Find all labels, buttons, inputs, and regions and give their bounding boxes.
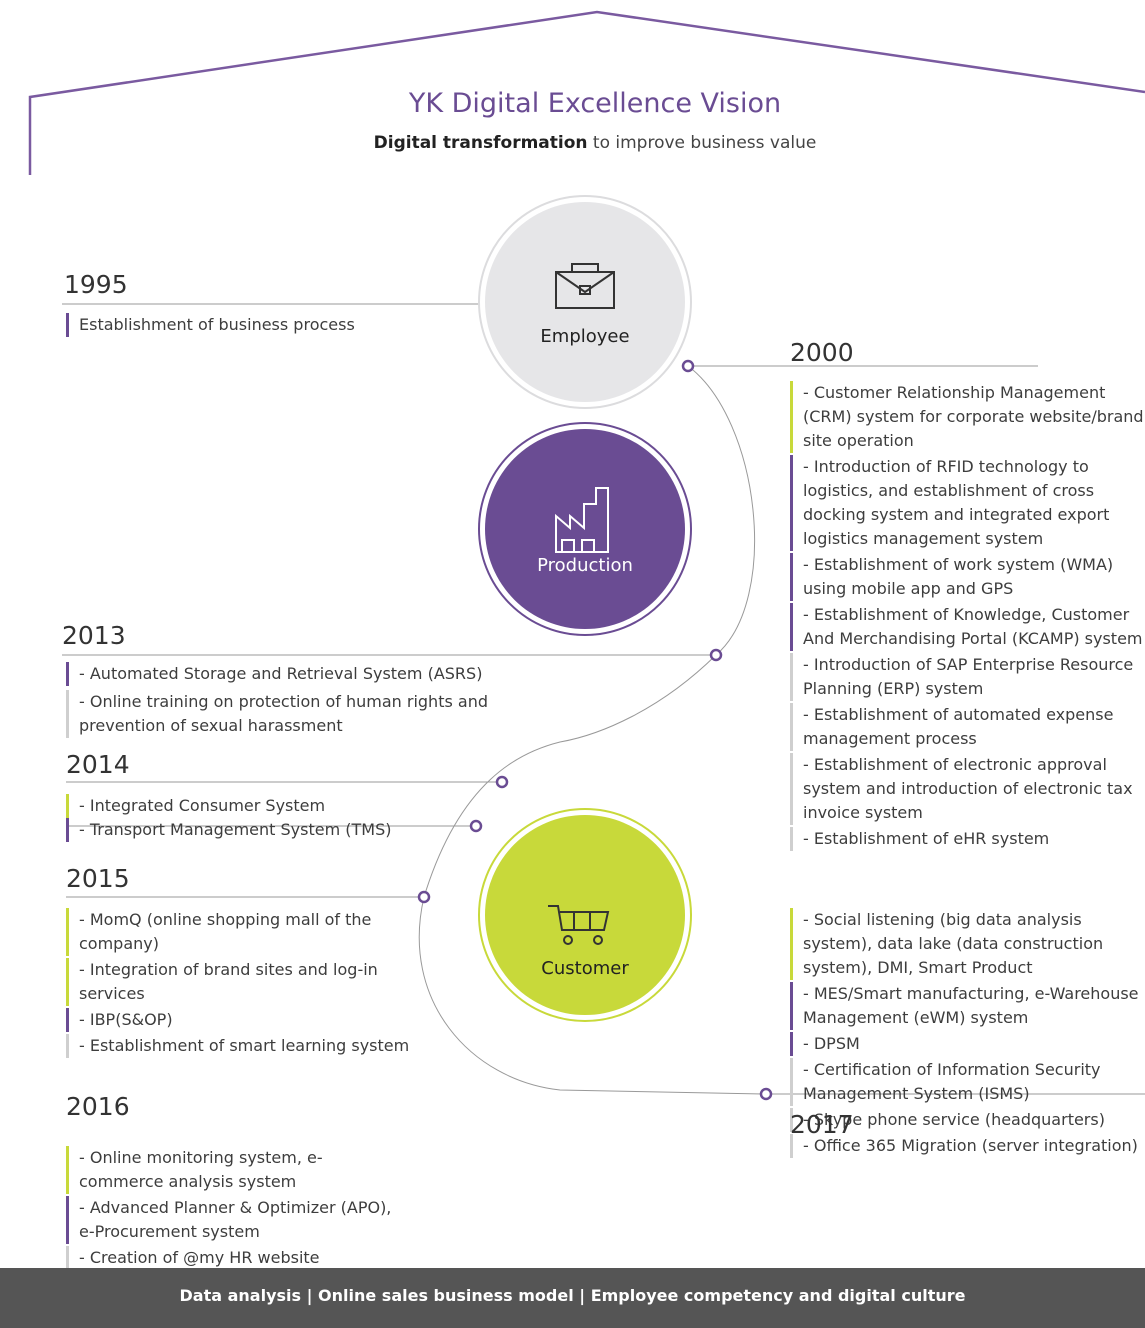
- production-label: Production: [537, 555, 633, 576]
- node-2016: [469, 819, 483, 833]
- list-2013: - Automated Storage and Retrieval System…: [66, 662, 506, 738]
- node-2014: [495, 775, 509, 789]
- list-item: - MomQ (online shopping mall of the comp…: [66, 908, 416, 956]
- footer-bar: Data analysis | Online sales business mo…: [0, 1268, 1145, 1328]
- briefcase-icon: [555, 263, 615, 309]
- list-item: - Advanced Planner & Optimizer (APO), e-…: [66, 1196, 406, 1244]
- list-item: - Automated Storage and Retrieval System…: [66, 662, 506, 686]
- year-2016: 2016: [66, 1092, 130, 1121]
- list-2016: - Online monitoring system, e-commerce a…: [66, 1146, 406, 1270]
- employee-label: Employee: [540, 326, 630, 347]
- year-2015: 2015: [66, 864, 130, 893]
- employee-circle: [485, 202, 685, 402]
- node-2000: [681, 359, 695, 373]
- year-2000: 2000: [790, 338, 854, 367]
- list-item: - Transport Management System (TMS): [66, 818, 466, 842]
- list-item: Establishment of business process: [66, 313, 466, 337]
- list-item: - Establishment of Knowledge, Customer A…: [790, 603, 1145, 651]
- list-item: - Integrated Consumer System: [66, 794, 466, 818]
- list-2017: - Social listening (big data analysis sy…: [790, 908, 1145, 1158]
- year-2017: 2017: [790, 1110, 854, 1139]
- page-title: YK Digital Excellence Vision: [408, 88, 782, 119]
- list-item: - Skype phone service (headquarters): [790, 1108, 1145, 1132]
- list-item: - Establishment of electronic approval s…: [790, 753, 1145, 825]
- list-item: - IBP(S&OP): [66, 1008, 416, 1032]
- node-2013: [709, 648, 723, 662]
- list-1995: Establishment of business process: [66, 313, 466, 337]
- year-2013: 2013: [62, 621, 126, 650]
- list-item: - Establishment of smart learning system: [66, 1034, 416, 1058]
- subtitle-rest: to improve business value: [587, 133, 817, 153]
- list-item: - Introduction of RFID technology to log…: [790, 455, 1145, 551]
- roof-outline: [28, 10, 1145, 175]
- list-item: - DPSM: [790, 1032, 1145, 1056]
- list-item: - Establishment of eHR system: [790, 827, 1145, 851]
- list-item: - Integration of brand sites and log-in …: [66, 958, 416, 1006]
- list-item: - Establishment of work system (WMA) usi…: [790, 553, 1145, 601]
- cart-icon: [548, 905, 610, 945]
- list-item: - Introduction of SAP Enterprise Resourc…: [790, 653, 1145, 701]
- list-2014: - Integrated Consumer System - Transport…: [66, 794, 466, 842]
- list-item: - Social listening (big data analysis sy…: [790, 908, 1145, 980]
- timeline-curve: [418, 365, 767, 1095]
- year-1995: 1995: [64, 270, 128, 299]
- list-item: - Creation of @my HR website: [66, 1246, 406, 1270]
- factory-icon: [555, 487, 609, 553]
- list-item: - Establishment of automated expense man…: [790, 703, 1145, 751]
- customer-circle: [485, 815, 685, 1015]
- node-2015: [417, 890, 431, 904]
- customer-label: Customer: [541, 958, 629, 979]
- page-subtitle: Digital transformation to improve busine…: [0, 133, 1145, 153]
- list-2015: - MomQ (online shopping mall of the comp…: [66, 908, 416, 1058]
- list-item: - MES/Smart manufacturing, e-Warehouse M…: [790, 982, 1145, 1030]
- year-2014: 2014: [66, 750, 130, 779]
- subtitle-bold: Digital transformation: [373, 133, 588, 153]
- list-item: - Certification of Information Security …: [790, 1058, 1145, 1106]
- list-2000: - Customer Relationship Management (CRM)…: [790, 381, 1145, 851]
- list-item: - Online training on protection of human…: [66, 690, 506, 738]
- node-2017: [759, 1087, 773, 1101]
- list-item: - Online monitoring system, e-commerce a…: [66, 1146, 406, 1194]
- list-item: - Customer Relationship Management (CRM)…: [790, 381, 1145, 453]
- list-item: - Office 365 Migration (server integrati…: [790, 1134, 1145, 1158]
